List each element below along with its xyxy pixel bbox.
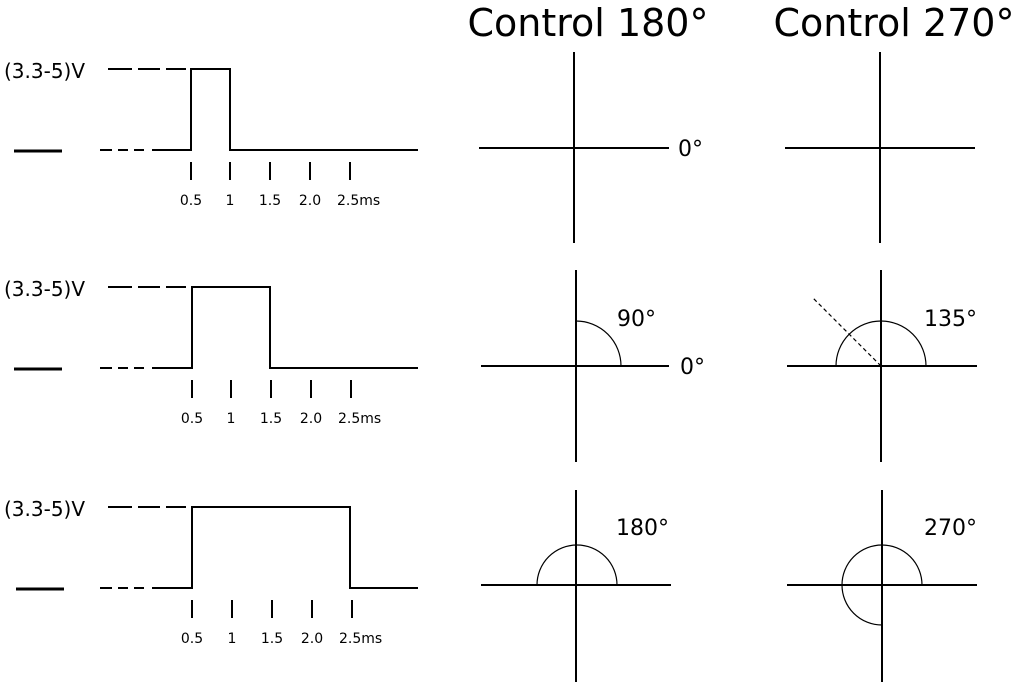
tick-label: 2.5ms bbox=[337, 193, 380, 209]
angle-180-diagram-1: 0° bbox=[479, 52, 703, 243]
row-2: (3.3-5)V 0.5 1 1.5 2.0 2.5ms bbox=[4, 270, 977, 462]
angle-indicator-135 bbox=[812, 297, 882, 367]
tick-label: 2.5ms bbox=[338, 411, 381, 427]
angle-label: 180° bbox=[616, 516, 669, 541]
angle-180-diagram-2: 90° 0° bbox=[481, 270, 705, 462]
angle-arc-135 bbox=[835, 320, 927, 367]
pwm-waveform-3: (3.3-5)V 0.5 1 1.5 2.0 2.5ms bbox=[4, 497, 418, 647]
tick-label: 0.5 bbox=[181, 631, 203, 647]
tick-label: 2.0 bbox=[300, 411, 322, 427]
pulse-2 bbox=[152, 286, 418, 369]
angle-270-diagram-3: 270° bbox=[787, 490, 977, 682]
angle-label: 135° bbox=[924, 307, 977, 332]
pwm-waveform-1: (3.3-5)V 0.5 1 1.5 2.0 2.5ms bbox=[4, 59, 418, 209]
tick-marks-3 bbox=[191, 600, 353, 618]
angle-zero-label: 0° bbox=[680, 355, 705, 380]
tick-label: 2.0 bbox=[299, 193, 321, 209]
tick-label: 1 bbox=[226, 193, 235, 209]
angle-270-diagram-2: 135° bbox=[787, 270, 977, 462]
title-control-180: Control 180° bbox=[468, 1, 709, 45]
voltage-label-3: (3.3-5)V bbox=[4, 497, 85, 521]
tick-label: 1.5 bbox=[260, 411, 282, 427]
tick-label: 2.0 bbox=[301, 631, 323, 647]
angle-arc-270 bbox=[841, 544, 923, 626]
angle-label: 90° bbox=[617, 307, 656, 332]
angle-label: 0° bbox=[678, 137, 703, 162]
angle-arc-180 bbox=[536, 544, 618, 586]
tick-label: 0.5 bbox=[181, 411, 203, 427]
tick-marks-2 bbox=[191, 380, 352, 398]
title-control-270: Control 270° bbox=[774, 1, 1015, 45]
tick-label: 0.5 bbox=[180, 193, 202, 209]
row-3: (3.3-5)V 0.5 1 1.5 2.0 2.5ms bbox=[4, 490, 977, 682]
angle-180-diagram-3: 180° bbox=[481, 490, 671, 682]
pulse-3 bbox=[152, 506, 418, 589]
voltage-label-2: (3.3-5)V bbox=[4, 277, 85, 301]
pulse-1 bbox=[152, 68, 418, 151]
angle-arc-90 bbox=[575, 320, 622, 367]
tick-label: 2.5ms bbox=[339, 631, 382, 647]
tick-label: 1 bbox=[227, 411, 236, 427]
voltage-label-1: (3.3-5)V bbox=[4, 59, 85, 83]
row-1: (3.3-5)V 0.5 1 1.5 2.0 2.5ms bbox=[4, 52, 975, 243]
pwm-waveform-2: (3.3-5)V 0.5 1 1.5 2.0 2.5ms bbox=[4, 277, 418, 427]
tick-marks-1 bbox=[190, 162, 351, 180]
angle-270-diagram-1 bbox=[785, 52, 975, 243]
angle-label: 270° bbox=[924, 516, 977, 541]
tick-label: 1 bbox=[228, 631, 237, 647]
tick-label: 1.5 bbox=[261, 631, 283, 647]
tick-label: 1.5 bbox=[259, 193, 281, 209]
